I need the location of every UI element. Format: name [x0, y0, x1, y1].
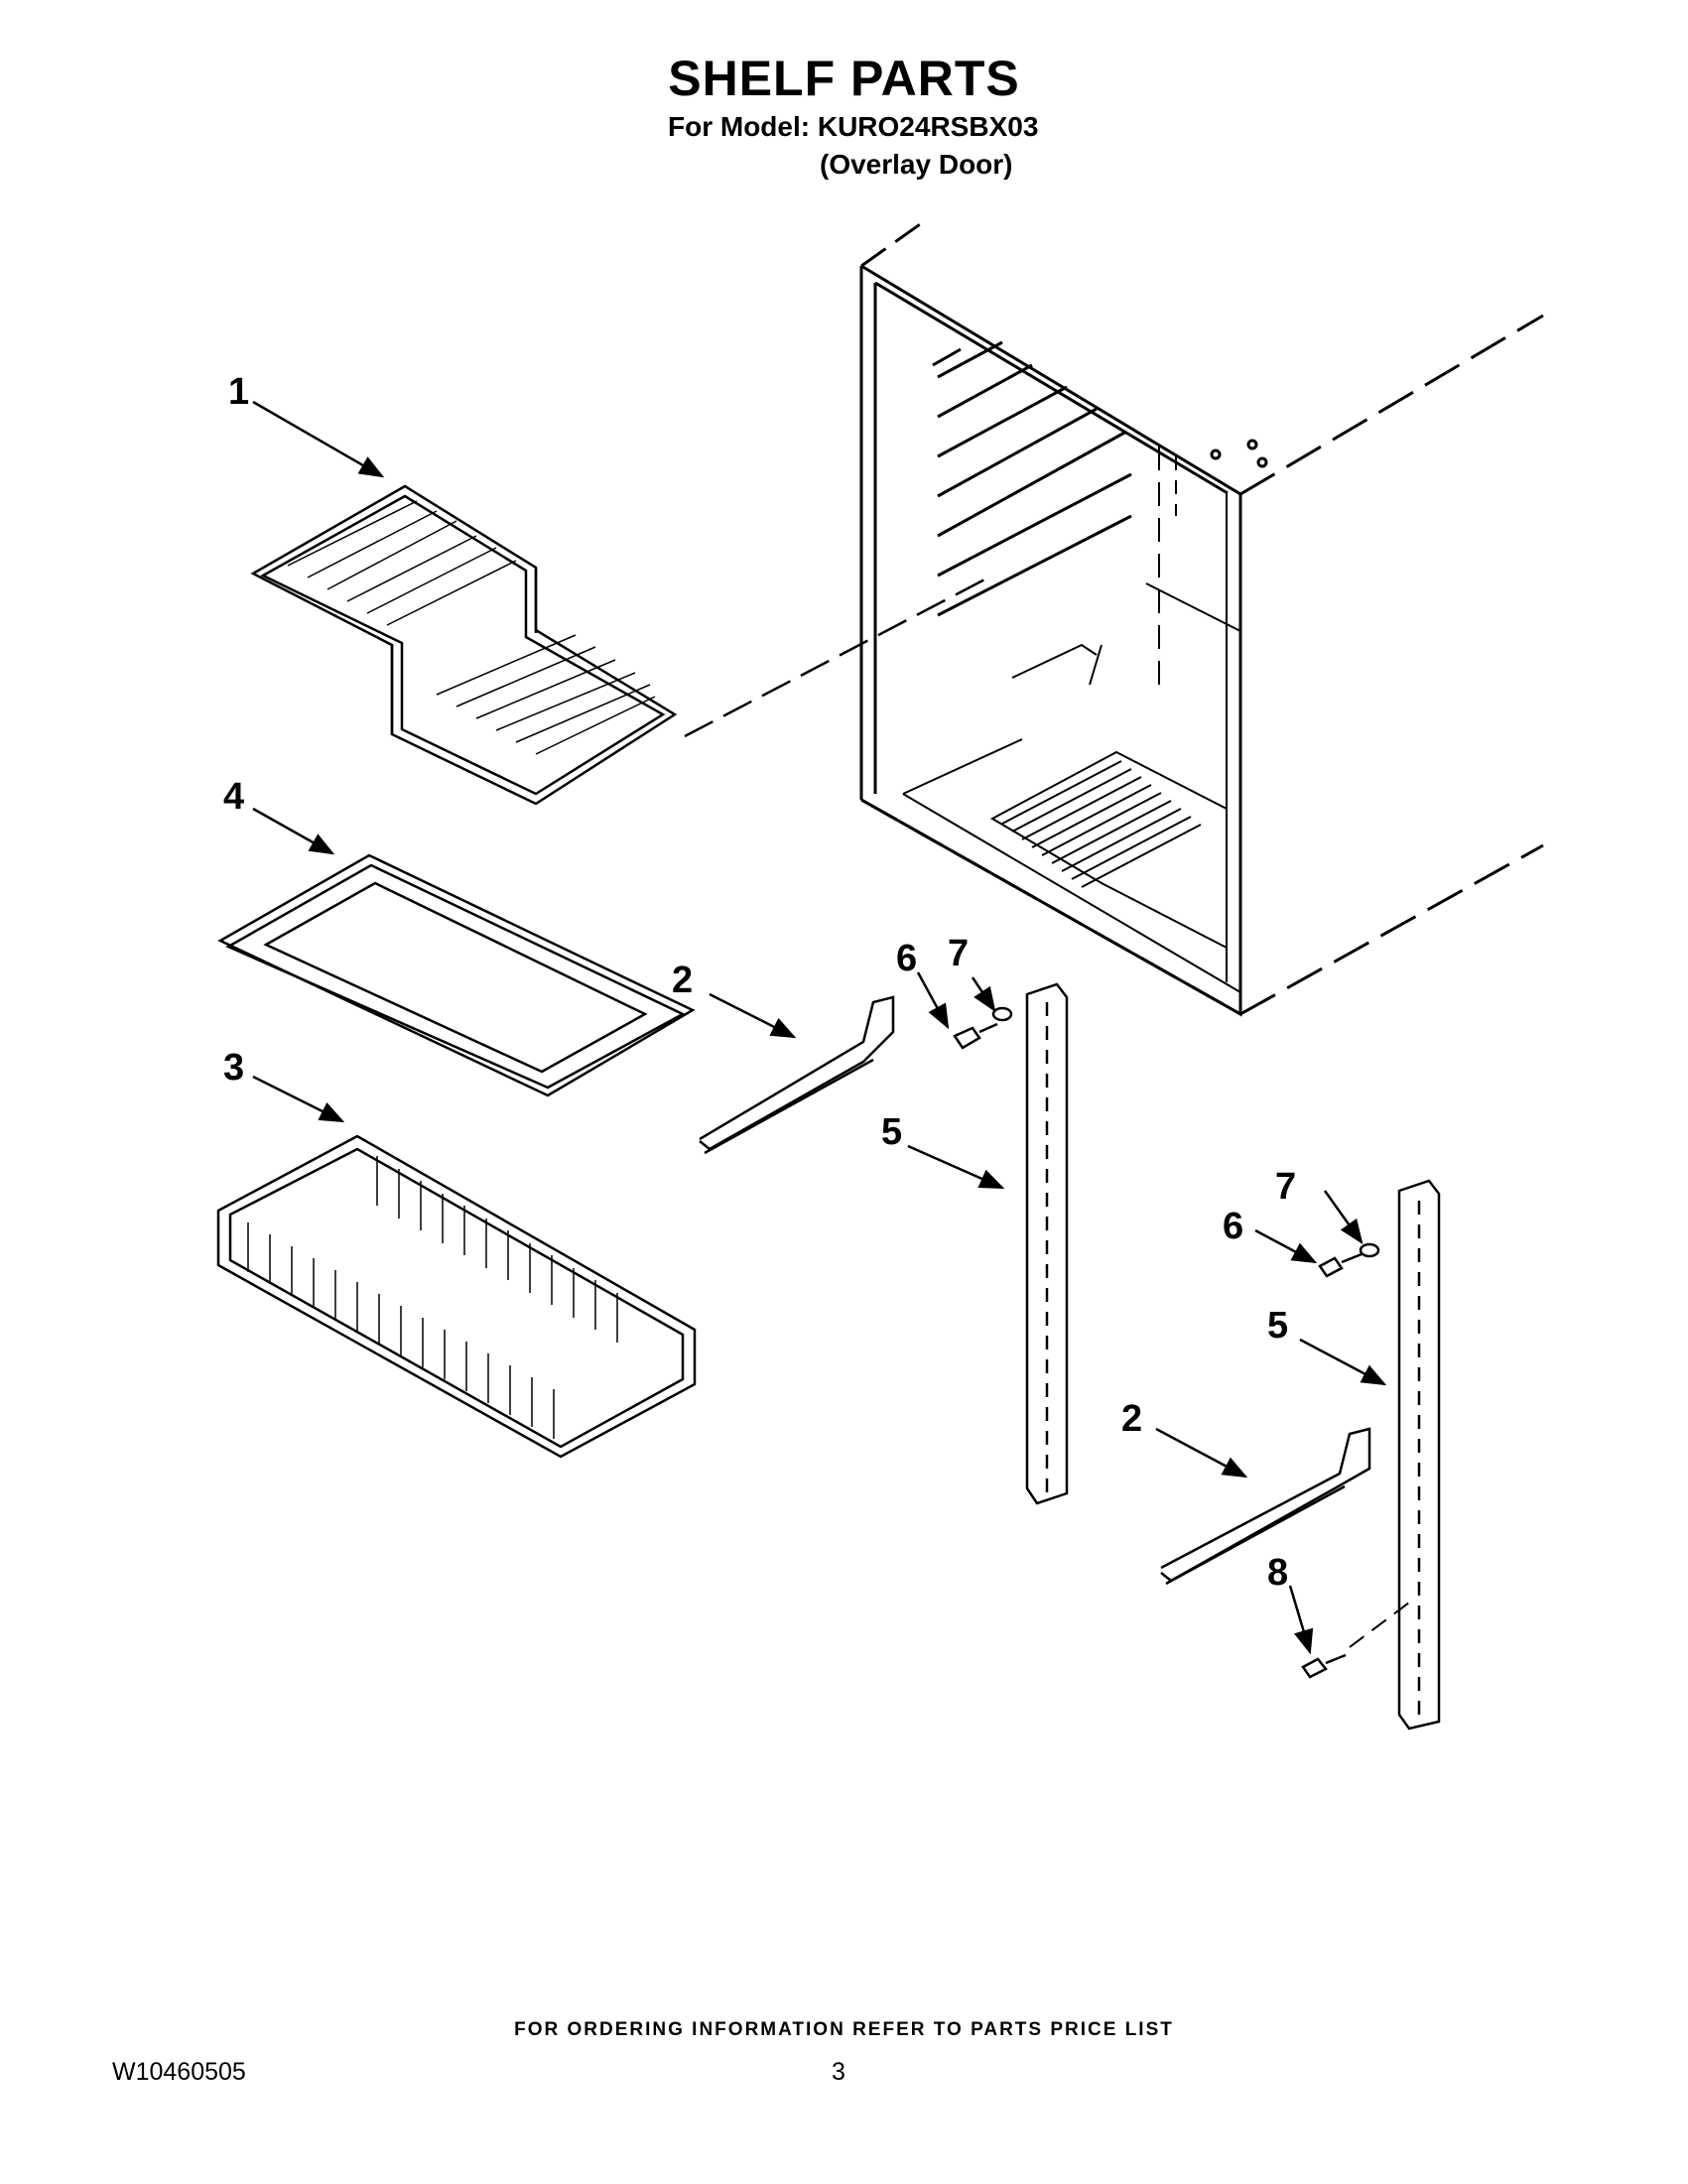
callout-8: 8	[1267, 1552, 1288, 1594]
document-number: W10460505	[112, 2058, 246, 2086]
page-number: 3	[832, 2058, 845, 2086]
callout-7: 7	[1275, 1166, 1296, 1208]
washer-lower	[1359, 1242, 1380, 1258]
callout-labels: 1 4 2 3 6 7 5 7 6 5 2 8	[223, 371, 1296, 1594]
screw-bottom	[1301, 1653, 1347, 1679]
glass-shelf	[217, 853, 696, 1097]
callout-2: 2	[672, 960, 693, 1001]
callout-5: 5	[881, 1111, 902, 1153]
callout-7: 7	[948, 933, 969, 974]
cabinet-liner	[859, 220, 1544, 1017]
callout-3: 3	[223, 1047, 244, 1089]
screw-upper	[953, 1022, 998, 1050]
shelf-standard-lower	[1397, 1179, 1441, 1731]
wire-basket	[216, 1134, 697, 1459]
callout-6: 6	[1223, 1206, 1243, 1247]
shelf-standard-upper	[1025, 982, 1069, 1505]
callout-2: 2	[1121, 1398, 1142, 1440]
leader-arrows	[252, 400, 1387, 1655]
shelf-bracket-lower	[1160, 1427, 1371, 1586]
callout-5: 5	[1267, 1305, 1288, 1347]
shelf-bracket-upper	[699, 995, 895, 1155]
ordering-note: FOR ORDERING INFORMATION REFER TO PARTS …	[514, 2019, 1174, 2040]
model-line: For Model: KURO24RSBX03	[668, 111, 1039, 142]
page-title: SHELF PARTS	[668, 51, 1020, 106]
callout-4: 4	[223, 776, 244, 818]
callout-6: 6	[896, 938, 917, 979]
step-wire-shelf	[250, 484, 678, 806]
callout-1: 1	[228, 371, 249, 413]
screw-lower	[1318, 1252, 1363, 1278]
washer-upper	[991, 1006, 1013, 1022]
variant-line: (Overlay Door)	[820, 149, 1013, 180]
